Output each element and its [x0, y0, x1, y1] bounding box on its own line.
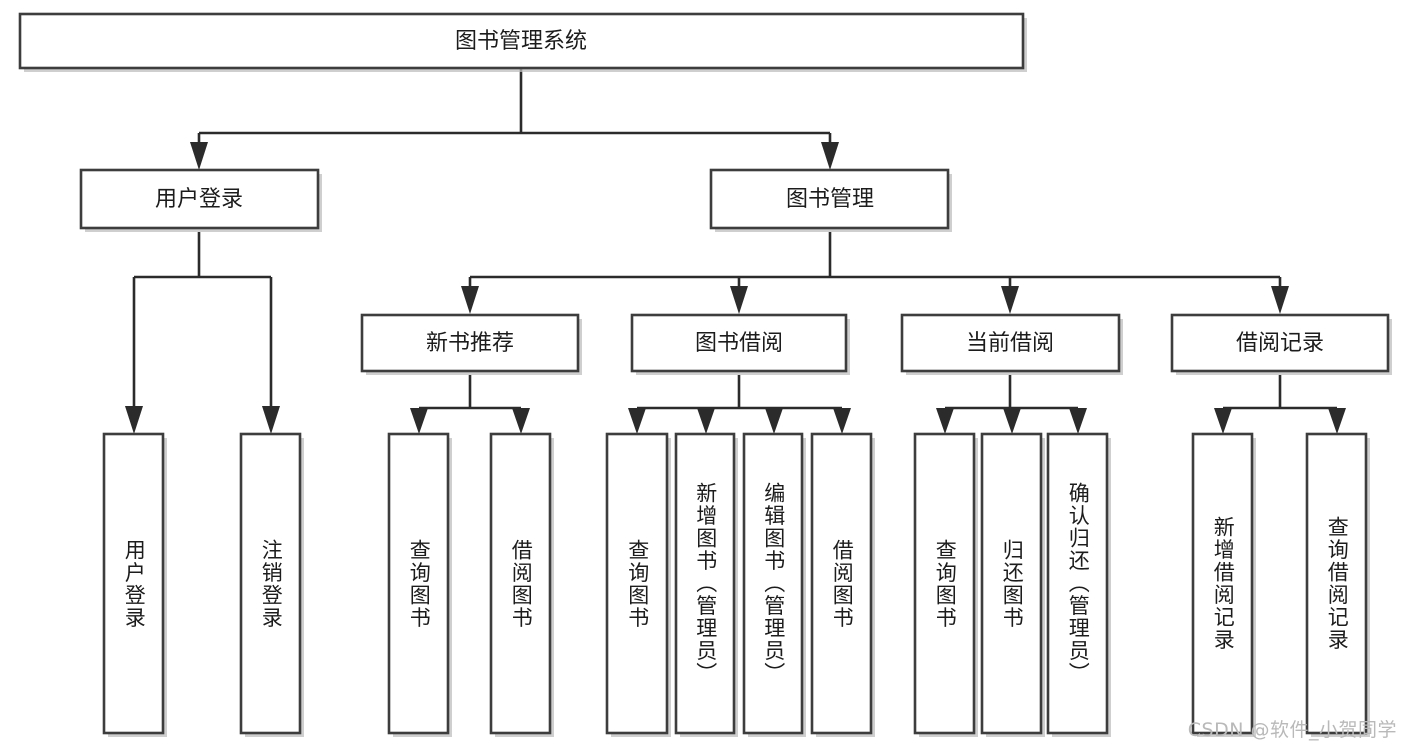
node-borrow-record-box[interactable]	[1170, 313, 1390, 373]
leaf-borrow-book-1-box[interactable]	[489, 432, 552, 735]
leaf-query-book-1-box[interactable]	[387, 432, 450, 735]
leaf-query-record-box[interactable]	[1305, 432, 1368, 735]
node-new-book-rec-box[interactable]	[360, 313, 580, 373]
leaf-edit-book-box[interactable]	[742, 432, 804, 735]
arrowhead-leaf-add-record	[1214, 408, 1232, 434]
leaf-return-book-box[interactable]	[980, 432, 1043, 735]
arrowhead-leaf-add-book	[697, 408, 715, 434]
node-new-book-rec-label: 新书推荐	[426, 331, 514, 356]
node-book-borrow-label: 图书借阅	[695, 331, 783, 356]
arrowhead-current-borrow	[1001, 286, 1019, 314]
node-current-borrow-label: 当前借阅	[966, 331, 1054, 356]
arrowhead-new-book-rec	[461, 286, 479, 314]
arrowhead-leaf-return-book	[1003, 408, 1021, 434]
leaf-add-record-box[interactable]	[1191, 432, 1254, 735]
arrowhead-leaf-borrow-book-1	[512, 408, 530, 434]
node-user-login-label: 用户登录	[155, 187, 243, 212]
arrowhead-leaf-query-book-2	[628, 408, 646, 434]
arrowhead-leaf-query-book-3	[936, 408, 954, 434]
leaf-user-login-box[interactable]	[102, 432, 165, 735]
leaf-query-book-3-box[interactable]	[913, 432, 976, 735]
arrowhead-leaf-user-login	[125, 406, 143, 434]
node-root-label: 图书管理系统	[455, 29, 587, 54]
nodes-layer: 图书管理系统 用户登录 图书管理 新书推荐 图书借阅 当前借阅 借阅记录	[18, 12, 1392, 737]
node-root-box[interactable]	[18, 12, 1025, 70]
arrowhead-book-borrow	[730, 286, 748, 314]
arrowhead-user-login	[190, 142, 208, 170]
leaf-query-book-2-box[interactable]	[605, 432, 669, 735]
node-borrow-record-label: 借阅记录	[1236, 331, 1324, 356]
csdn-watermark: CSDN @软件_小贺同学	[1187, 719, 1397, 741]
node-current-borrow-box[interactable]	[900, 313, 1121, 373]
arrowhead-leaf-user-logout	[262, 406, 280, 434]
node-book-borrow-box[interactable]	[630, 313, 848, 373]
leaf-user-logout-box[interactable]	[239, 432, 302, 735]
leaf-borrow-book-2-box[interactable]	[810, 432, 873, 735]
leaf-confirm-return-box[interactable]	[1046, 432, 1109, 735]
arrowhead-leaf-confirm-return	[1069, 408, 1087, 434]
arrowhead-book-manage	[821, 142, 839, 170]
arrowhead-leaf-edit-book	[765, 408, 783, 434]
arrowhead-borrow-record	[1271, 286, 1289, 314]
arrowhead-leaf-borrow-book-2	[833, 408, 851, 434]
node-book-manage-box[interactable]	[709, 168, 950, 230]
leaf-add-book-box[interactable]	[674, 432, 736, 735]
edges-layer	[125, 68, 1346, 434]
arrowhead-leaf-query-book-1	[410, 408, 428, 434]
node-user-login-box[interactable]	[79, 168, 320, 230]
node-book-manage-label: 图书管理	[786, 187, 874, 212]
arrowhead-leaf-query-record	[1328, 408, 1346, 434]
